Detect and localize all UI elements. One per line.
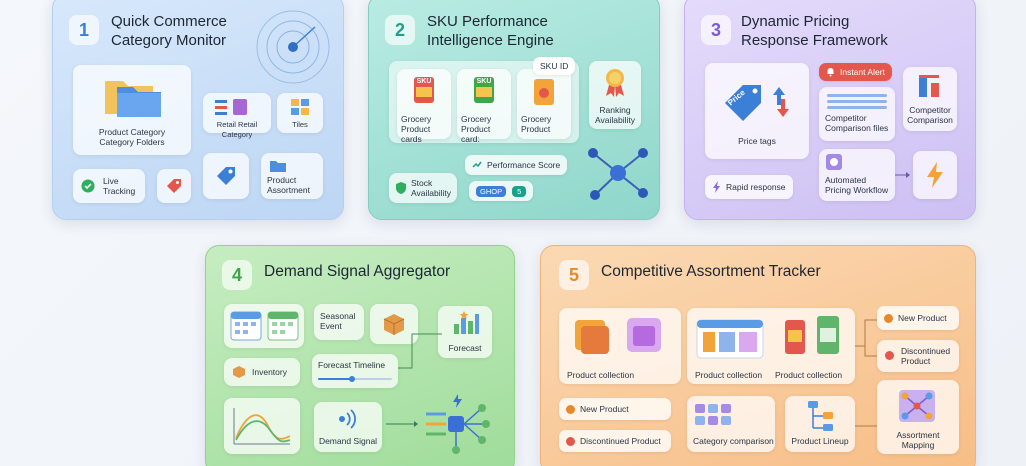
panel-number: 2 xyxy=(385,15,415,45)
competitor-comparison-card[interactable]: Competitor Comparison xyxy=(903,67,957,131)
medal-icon xyxy=(606,69,624,97)
product-pack-icon xyxy=(414,77,434,103)
grocery-card-1[interactable]: SKU Grocery Product cards xyxy=(397,69,451,144)
live-tracking-card[interactable]: Live Tracking xyxy=(73,169,145,203)
new-product-chip-2[interactable]: New Product xyxy=(559,398,671,420)
product-collection-card-2[interactable]: Product collection Product collection xyxy=(687,308,855,384)
check-icon xyxy=(81,179,95,193)
inventory-card[interactable]: Inventory xyxy=(224,358,300,386)
panel-title: Dynamic Pricing Response Framework xyxy=(741,13,888,49)
stock-availability-card[interactable]: Stock Availability xyxy=(389,173,457,203)
tiles-icon xyxy=(291,99,309,115)
discontinued-card-1[interactable]: Discontinued Product xyxy=(877,340,959,372)
status-dot xyxy=(566,436,575,446)
tag-icon xyxy=(167,179,181,193)
price-tag-icon xyxy=(725,85,789,121)
panel-title: Competitive Assortment Tracker xyxy=(601,263,821,280)
box-icon xyxy=(383,314,405,335)
shield-icon xyxy=(396,182,406,194)
price-tags-card[interactable]: Price Price tags xyxy=(705,63,809,159)
mapping-icon xyxy=(899,390,935,422)
box-small-icon xyxy=(233,366,245,378)
line-chart-icon xyxy=(233,408,291,445)
product-assortment-card[interactable]: Product Assortment xyxy=(261,153,323,199)
discontinued-chip-2[interactable]: Discontinued Product xyxy=(559,430,671,452)
panel-dynamic-pricing: 3 Dynamic Pricing Response Framework Pri… xyxy=(684,0,976,220)
folder-small-icon xyxy=(270,161,286,172)
retail-category-card[interactable]: Retail Retail Category xyxy=(203,93,271,139)
product-lineup-card[interactable]: Product Lineup xyxy=(785,396,855,452)
sku-id-badge[interactable]: SKU ID xyxy=(533,57,576,75)
product-collection-card-1[interactable]: Product collection xyxy=(559,308,681,384)
forecast-timeline-card[interactable]: Forecast Timeline xyxy=(312,354,398,388)
tag-card[interactable] xyxy=(157,169,191,203)
aggregator-network-icon xyxy=(386,394,490,454)
arrow-icon xyxy=(895,172,910,178)
assortment-mapping-card[interactable]: Assortment Mapping xyxy=(877,380,959,454)
products-icon xyxy=(785,316,839,354)
pricing-workflow-card[interactable]: Automated Pricing Workflow xyxy=(819,149,895,201)
bars-icon xyxy=(919,75,939,97)
instant-alert-badge[interactable]: Instant Alert xyxy=(819,63,892,81)
tiles-card[interactable]: Tiles xyxy=(277,93,323,133)
new-product-chip-1[interactable]: New Product xyxy=(877,306,959,330)
ranking-card[interactable]: Ranking Availability xyxy=(589,61,641,129)
price-tag-icon xyxy=(217,167,235,185)
panel-sku-performance: 2 SKU Performance Intelligence Engine SK… xyxy=(368,0,660,220)
lightning-icon xyxy=(927,162,943,188)
grid-icon xyxy=(215,99,247,115)
workflow-icon xyxy=(826,154,842,170)
seasonal-event-card[interactable]: Seasonal Event xyxy=(314,304,364,340)
panel-demand-signal: 4 Demand Signal Aggregator Seasonal Even… xyxy=(205,245,515,466)
rapid-response-chip[interactable]: Rapid response xyxy=(705,175,793,199)
status-dot xyxy=(566,404,575,414)
panel-number: 1 xyxy=(69,15,99,45)
radar-icon xyxy=(256,10,330,84)
network-icon xyxy=(588,148,648,200)
folders-card[interactable]: Product Category Category Folders xyxy=(73,65,191,155)
panel-number: 5 xyxy=(559,260,589,290)
demand-signal-card[interactable]: Demand Signal xyxy=(314,402,382,452)
product-pack-icon xyxy=(474,77,494,103)
comparison-files-card[interactable]: Competitor Comparison files xyxy=(819,87,895,141)
panel-competitive-assortment: 5 Competitive Assortment Tracker Product… xyxy=(540,245,976,466)
panel-number: 3 xyxy=(701,15,731,45)
grocery-card-2[interactable]: SKU Grocery Product card: xyxy=(457,69,511,144)
status-dot xyxy=(884,313,893,323)
collection-icon xyxy=(575,318,661,354)
connector-line xyxy=(398,333,442,369)
panel-title: Quick Commerce Category Monitor xyxy=(111,13,227,49)
status-dot xyxy=(885,351,894,360)
bar-chart-icon xyxy=(454,311,479,334)
panel-title: SKU Performance Intelligence Engine xyxy=(427,13,554,49)
category-comparison-card[interactable]: Category comparison xyxy=(687,396,775,452)
box-card[interactable] xyxy=(370,304,418,344)
timeline-slider[interactable] xyxy=(318,376,392,382)
lightning-card[interactable] xyxy=(913,151,957,199)
folder-icon xyxy=(105,81,161,117)
files-icon xyxy=(827,94,887,109)
score-icon xyxy=(472,161,482,168)
performance-score-chip[interactable]: Performance Score xyxy=(465,155,568,175)
calendar-icon xyxy=(230,311,299,341)
bell-icon xyxy=(827,68,834,77)
connector-lines xyxy=(855,319,877,427)
signal-icon xyxy=(339,409,356,429)
panel-number: 4 xyxy=(222,260,252,290)
calendar-card[interactable] xyxy=(224,304,304,348)
panel-quick-commerce: 1 Quick Commerce Category Monitor Produc… xyxy=(52,0,344,220)
lightning-icon xyxy=(713,181,720,193)
ghop-chip[interactable]: GHOP 5 xyxy=(469,181,534,201)
price-tag-card[interactable] xyxy=(203,153,249,199)
lineup-icon xyxy=(808,401,833,431)
product-pack-icon xyxy=(534,79,554,105)
forecast-card[interactable]: Forecast xyxy=(438,306,492,358)
panel-title: Demand Signal Aggregator xyxy=(264,263,451,280)
line-chart-card[interactable] xyxy=(224,398,300,454)
store-icon xyxy=(696,319,764,359)
category-grid-icon xyxy=(695,404,731,425)
grocery-card-3[interactable]: Grocery Product xyxy=(517,69,571,139)
